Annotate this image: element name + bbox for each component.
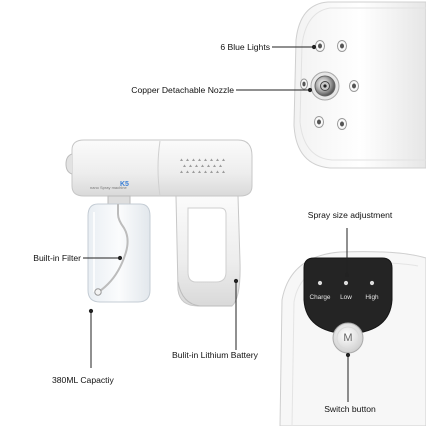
vent-grille — [180, 158, 225, 173]
label-capacity: 380ML Capactiy — [52, 375, 114, 385]
blue-light-icon — [315, 40, 325, 52]
panel-label-charge: Charge — [309, 294, 331, 301]
label-spray-size: Spray size adjustment — [307, 210, 393, 220]
label-nozzle: Copper Detachable Nozzle — [131, 85, 234, 95]
high-indicator-dot — [369, 280, 375, 286]
blue-light-icon — [337, 118, 347, 130]
control-panel-closeup — [279, 251, 426, 426]
leader-lines — [83, 44, 351, 402]
label-filter: Built-in Filter — [33, 253, 81, 263]
label-blue-lights: 6 Blue Lights — [220, 42, 270, 52]
panel-label-low: Low — [340, 294, 352, 301]
device-model-text: K5 — [120, 181, 129, 188]
low-indicator-dot — [343, 280, 349, 286]
label-switch: Switch button — [324, 404, 376, 414]
button-letter: M — [343, 332, 353, 344]
panel-label-high: High — [365, 294, 379, 301]
blue-light-icon — [337, 40, 347, 52]
blue-light-icon — [349, 80, 359, 92]
head-closeup — [293, 1, 426, 169]
blue-light-icon — [314, 116, 324, 128]
charge-indicator-dot — [317, 280, 323, 286]
label-battery: Bulit-in Lithium Battery — [172, 350, 258, 360]
device-brand-text: nano Spray machine — [90, 185, 127, 190]
water-tank — [87, 203, 151, 303]
nozzle-icon — [310, 71, 340, 101]
blue-light-icon — [300, 78, 308, 90]
spray-gun — [65, 139, 253, 307]
